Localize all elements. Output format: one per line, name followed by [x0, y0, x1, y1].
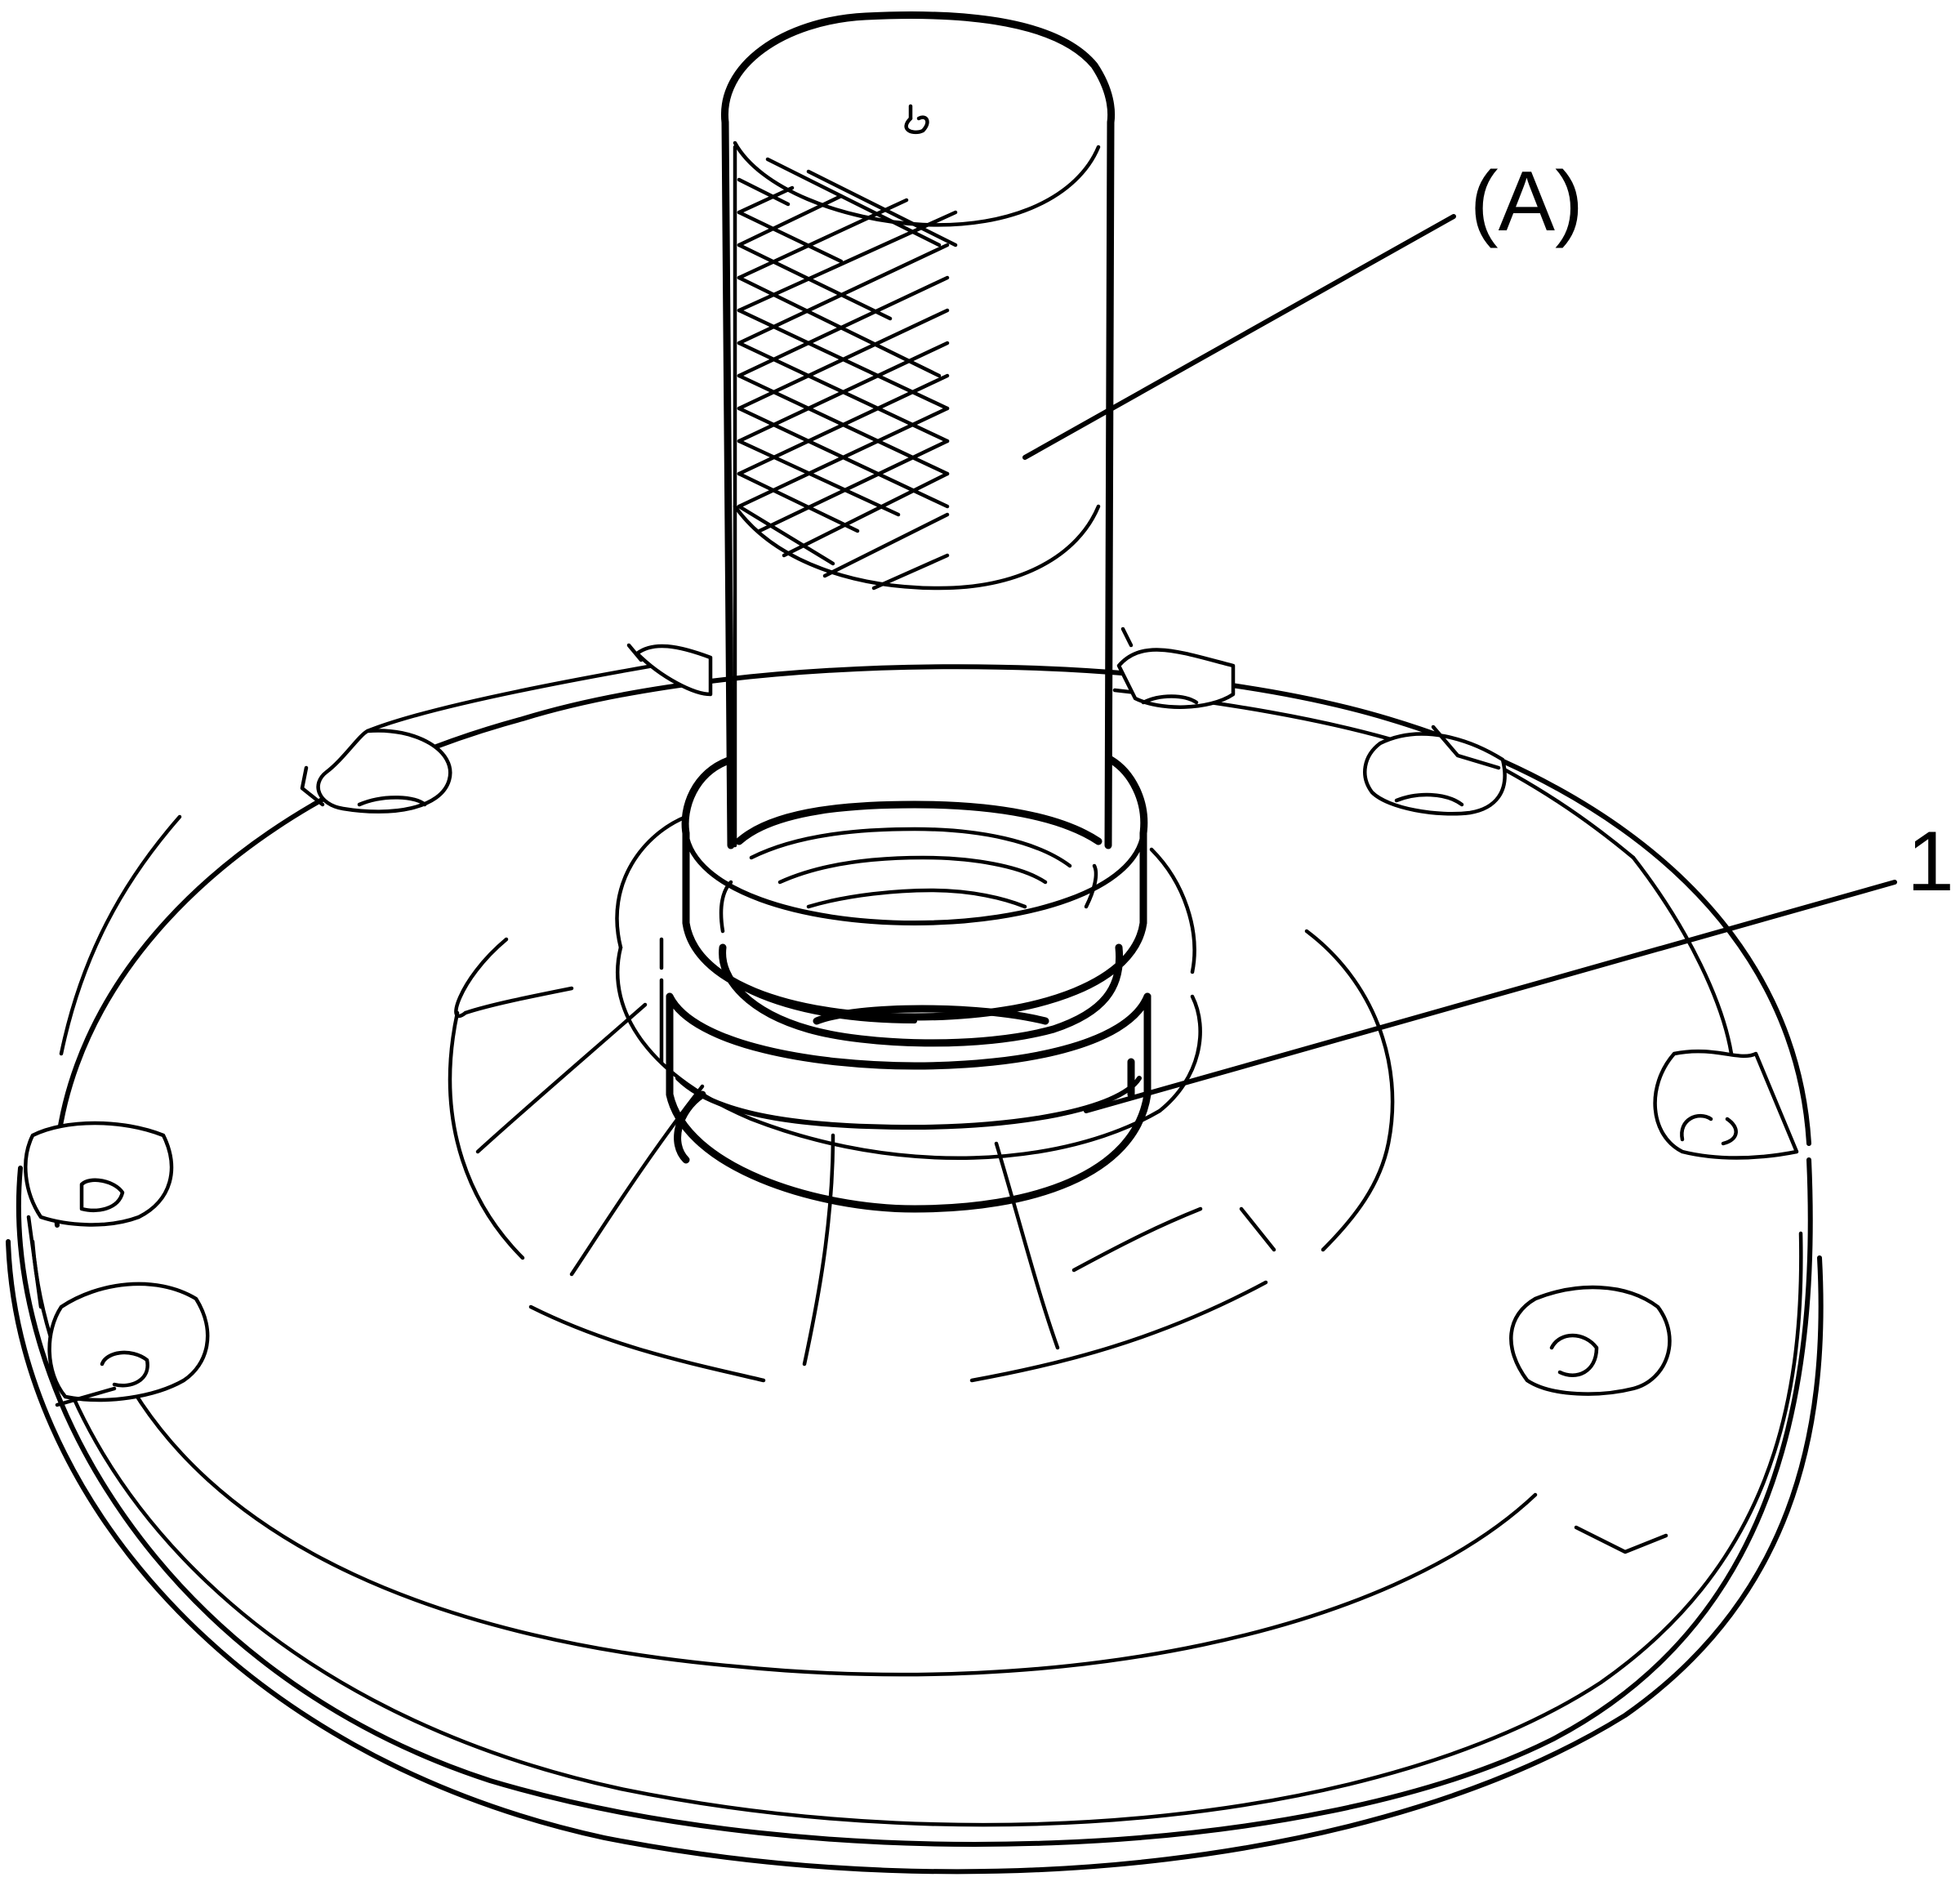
- knurled-grip: [737, 157, 958, 591]
- callout-label-a: (A): [1470, 154, 1584, 249]
- callout-label-1: 1: [1907, 814, 1954, 909]
- callout-leaders: [1022, 214, 1897, 1113]
- leader-line-a: [1022, 214, 1456, 460]
- installer-tool: [681, 11, 1148, 1047]
- base-flange: [6, 626, 1824, 1875]
- center-dome: [448, 929, 1395, 1383]
- oil-seal: [615, 814, 1196, 1213]
- leader-line-1: [1084, 880, 1897, 1113]
